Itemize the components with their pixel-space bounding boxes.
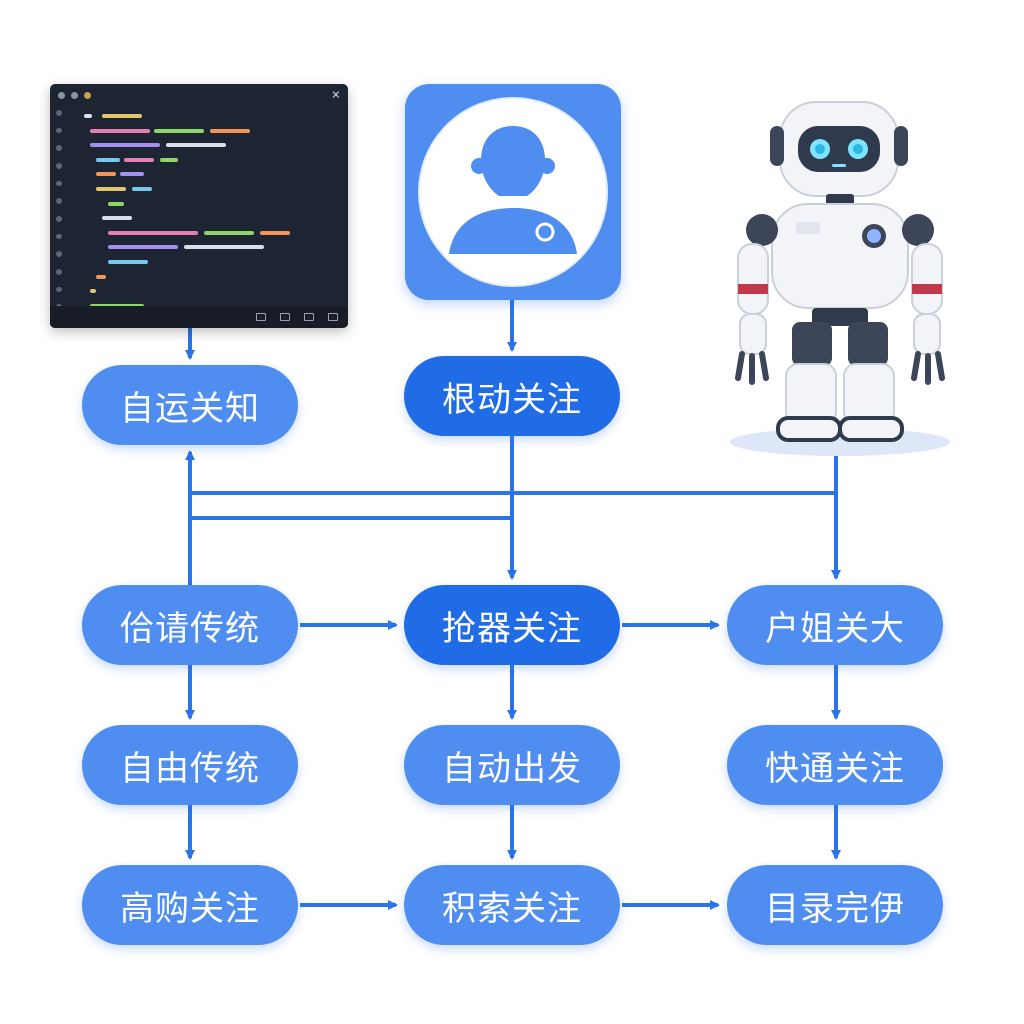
user-avatar-graphic — [418, 97, 608, 287]
code-token — [260, 230, 290, 235]
code-line — [84, 168, 336, 180]
code-token — [108, 245, 178, 250]
code-lines — [84, 110, 336, 328]
code-token — [160, 157, 178, 162]
code-token — [96, 157, 120, 162]
code-token — [90, 143, 160, 148]
code-token — [124, 157, 154, 162]
node-hu-jie-guan-da: 户姐关大 — [727, 585, 943, 665]
code-line — [84, 241, 336, 253]
code-line — [84, 212, 336, 224]
code-line — [84, 256, 336, 268]
node-gao-gou-guan-zhu: 高购关注 — [82, 865, 298, 945]
close-icon: × — [331, 87, 340, 103]
code-token — [96, 186, 126, 191]
code-status-bar — [50, 306, 348, 328]
code-token — [108, 201, 124, 206]
node-zi-yun-guan-zhi: 自运关知 — [82, 365, 298, 445]
code-line — [84, 183, 336, 195]
code-line — [84, 110, 336, 122]
code-token — [96, 274, 106, 279]
code-token — [210, 128, 250, 133]
code-token — [90, 128, 150, 133]
robot-illustration — [730, 101, 950, 456]
code-token — [96, 172, 116, 177]
node-qia-qing-chuan-tong: 佮请传统 — [82, 585, 298, 665]
code-gutter — [56, 110, 70, 311]
code-token — [108, 259, 148, 264]
code-token — [204, 230, 254, 235]
node-zi-dong-chu-fa: 自动出发 — [404, 725, 620, 805]
code-line — [84, 154, 336, 166]
code-line — [84, 300, 336, 312]
code-token — [84, 114, 92, 118]
window-dot-icon — [71, 91, 78, 99]
code-line — [84, 198, 336, 210]
code-window-titlebar: × — [50, 84, 348, 106]
code-token — [108, 230, 198, 235]
code-editor-icon: × — [50, 84, 348, 328]
code-line — [84, 271, 336, 283]
code-token — [184, 245, 264, 250]
code-token — [132, 186, 152, 191]
code-token — [90, 303, 144, 308]
code-line — [84, 125, 336, 137]
code-token — [154, 128, 204, 133]
node-ji-suo-guan-zhu: 积索关注 — [404, 865, 620, 945]
user-avatar-icon — [405, 84, 621, 300]
code-line — [84, 285, 336, 297]
code-token — [102, 114, 142, 118]
node-mu-lu-wan-hu: 目录完伊 — [727, 865, 943, 945]
window-dot-icon — [84, 91, 91, 99]
node-gen-dong-guan-zhu: 根动关注 — [404, 356, 620, 436]
code-token — [102, 216, 132, 221]
code-token — [90, 289, 96, 294]
code-line — [84, 139, 336, 151]
node-kuai-tong-guan-zhu: 快通关注 — [727, 725, 943, 805]
node-qiang-qi-guan-zhu: 抢器关注 — [404, 585, 620, 665]
node-zi-you-chuan-tong: 自由传统 — [82, 725, 298, 805]
code-line — [84, 227, 336, 239]
code-token — [166, 143, 226, 148]
window-dot-icon — [58, 91, 65, 99]
code-token — [120, 172, 144, 177]
